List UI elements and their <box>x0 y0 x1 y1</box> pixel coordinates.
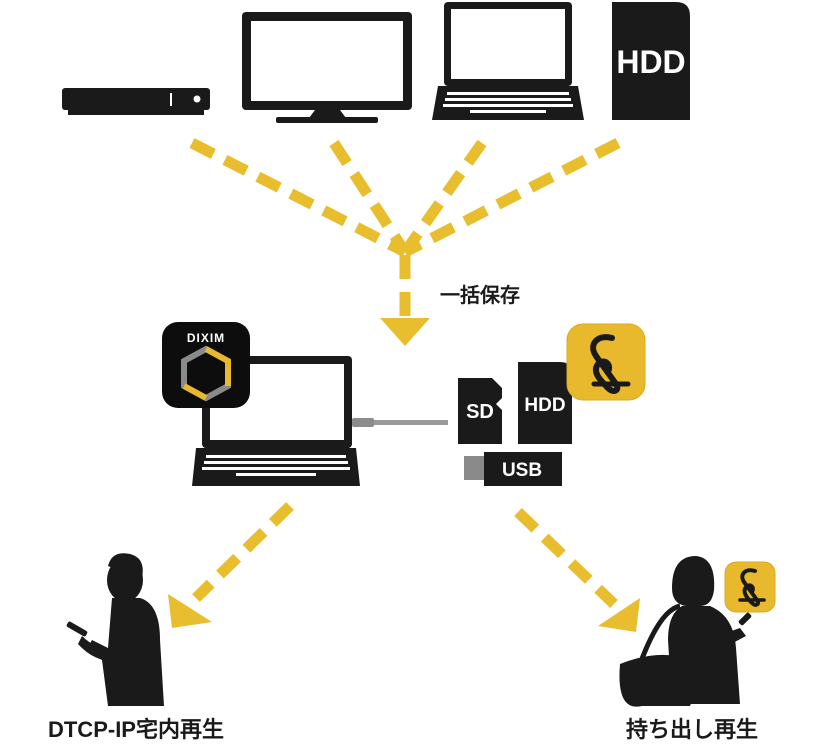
arrow-to-home-playback <box>192 502 294 602</box>
laptop-top-icon <box>432 2 584 120</box>
tv-monitor-icon <box>242 12 412 123</box>
hdd-storage-label: HDD <box>524 395 565 416</box>
arrow-from-hdd <box>402 138 621 257</box>
usb-label: USB <box>502 460 542 481</box>
person-mobile-icon <box>619 556 752 707</box>
recorder-box-icon <box>62 88 210 115</box>
hdd-top-label: HDD <box>616 44 685 80</box>
arrow-head-right-icon <box>598 598 640 632</box>
person-home-icon <box>66 553 164 706</box>
arrow-from-laptop <box>400 139 487 256</box>
usb-cable-icon <box>352 418 448 427</box>
arrow-from-tv <box>329 139 410 256</box>
mobile-app-icon <box>566 323 646 401</box>
arrow-head-left-icon <box>168 594 212 628</box>
mobile-playback-label: 持ち出し再生 <box>626 717 758 742</box>
dixim-label: DIXIM <box>187 331 225 345</box>
arrow-to-mobile-playback <box>514 508 618 608</box>
arrow-from-recorder <box>189 138 408 257</box>
hdd-drive-icon: HDD <box>612 2 690 120</box>
sd-label: SD <box>466 401 494 423</box>
home-playback-label: DTCP-IP宅内再生 <box>48 717 224 742</box>
arrow-head-down-icon <box>380 318 430 346</box>
hdd-storage-icon: HDD <box>518 362 572 444</box>
center-label: 一括保存 <box>440 283 520 307</box>
usb-stick-icon: USB <box>464 452 562 486</box>
sd-card-icon: SD <box>458 378 502 444</box>
dixim-app-icon: DIXIM <box>162 322 250 408</box>
mobile-app-small-icon <box>724 561 776 613</box>
